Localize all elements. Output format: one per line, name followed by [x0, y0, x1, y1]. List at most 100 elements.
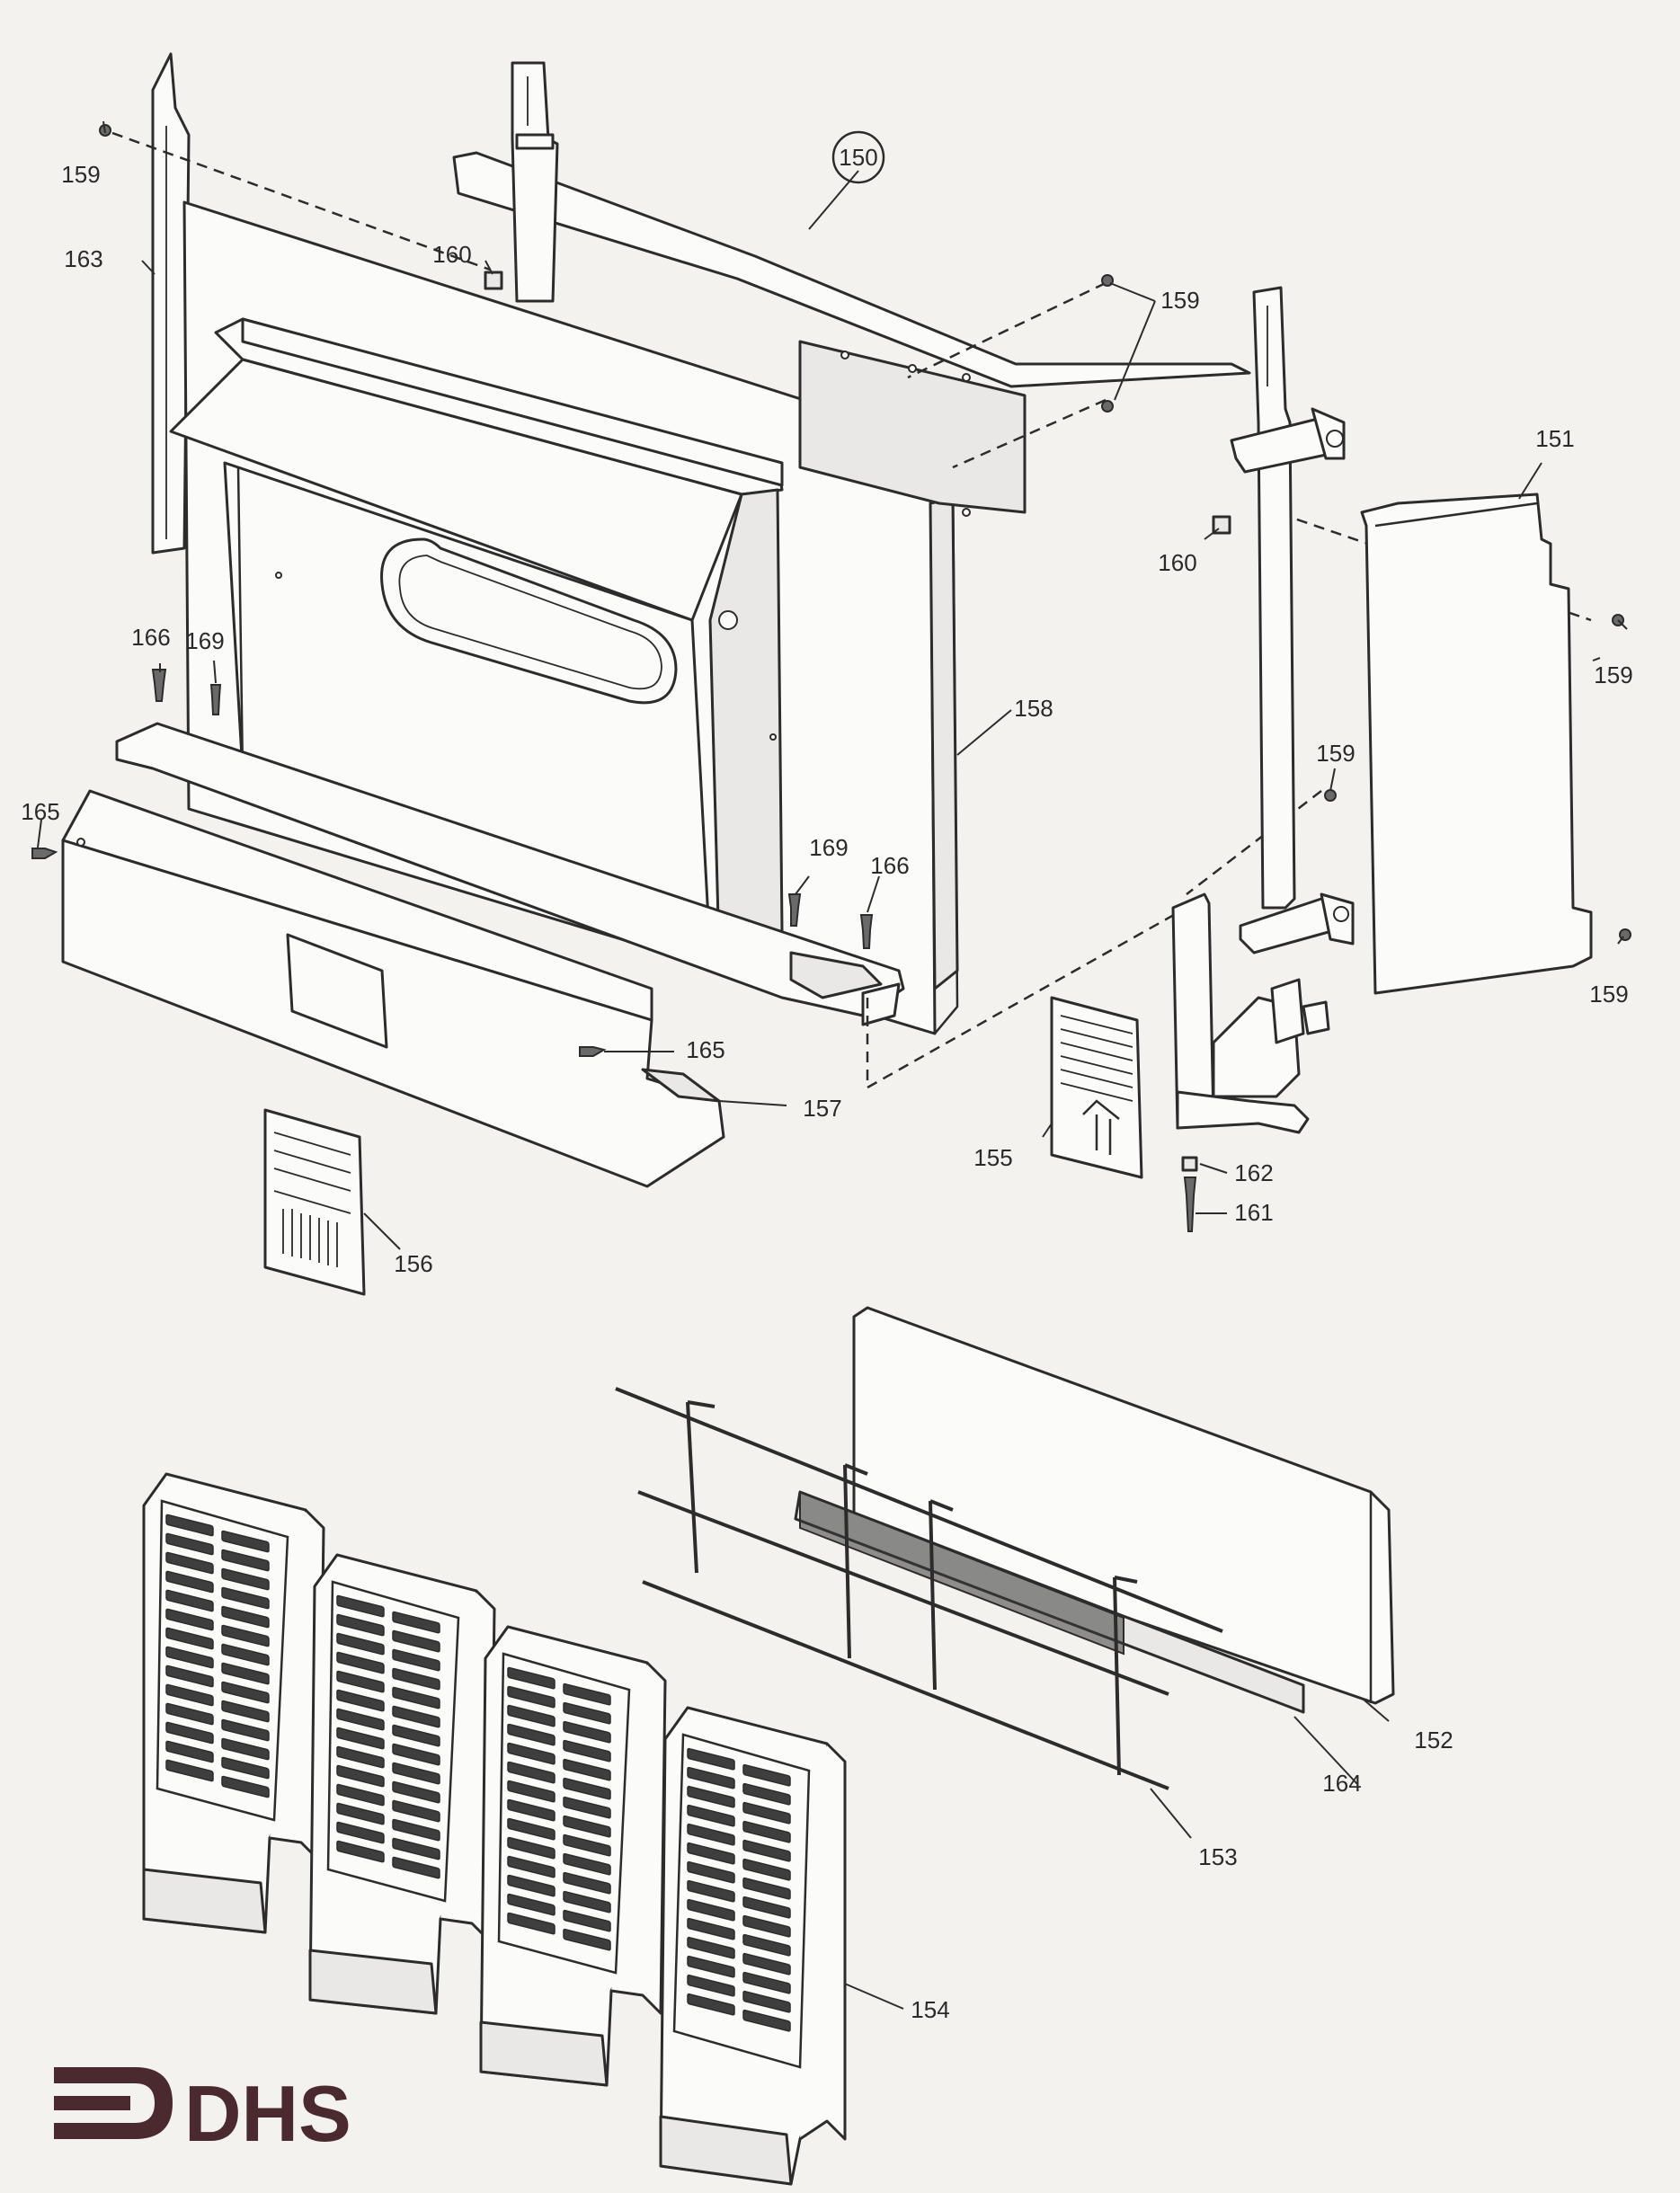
grille-slot: [507, 1723, 556, 1746]
callout-159-b: 159: [1160, 287, 1199, 314]
grille-slot: [392, 1856, 440, 1879]
grille-slot: [336, 1727, 385, 1750]
grille-slot: [221, 1643, 270, 1666]
grille-slot: [687, 1974, 735, 1997]
grille-slot: [392, 1837, 440, 1860]
grille-slot: [507, 1855, 556, 1878]
grille-slot: [507, 1893, 556, 1916]
callout-161: 161: [1234, 1199, 1273, 1226]
grille-slot: [742, 1952, 791, 1975]
grille-slot: [742, 1971, 791, 1994]
callout-158: 158: [1014, 695, 1053, 722]
part-156-label-card: [263, 1108, 366, 1296]
grille-slot: [336, 1689, 385, 1712]
grille-slot: [165, 1551, 214, 1575]
part-151-right-side-panel: [1360, 493, 1593, 995]
grille-slot: [507, 1798, 556, 1822]
grille-slot: [336, 1802, 385, 1825]
grille-slot: [687, 1898, 735, 1922]
grille-slot: [742, 1858, 791, 1881]
grille-slot: [392, 1762, 440, 1785]
grille-slot: [336, 1821, 385, 1844]
grille-slot: [221, 1530, 270, 1553]
callout-166-a: 166: [131, 624, 170, 651]
grille-slot: [742, 1933, 791, 1957]
grille-slot: [563, 1701, 611, 1725]
grille-slot: [165, 1608, 214, 1631]
grille-slot: [392, 1799, 440, 1823]
grille-slot: [687, 1766, 735, 1789]
callout-160-b: 160: [1158, 549, 1196, 576]
callout-156: 156: [394, 1250, 432, 1277]
grille-slot: [336, 1764, 385, 1788]
grille-slot: [507, 1666, 556, 1690]
grille-slot: [687, 1804, 735, 1827]
callout-157: 157: [803, 1095, 841, 1122]
callout-169-a: 169: [185, 627, 224, 654]
grille-slot: [687, 1936, 735, 1959]
grille-slot: [392, 1686, 440, 1709]
grille-slot: [507, 1761, 556, 1784]
grille-slot: [221, 1737, 270, 1761]
grille-slot: [742, 1763, 791, 1787]
callout-155: 155: [973, 1144, 1012, 1171]
grille-slot: [563, 1928, 611, 1951]
grille-slot: [507, 1836, 556, 1860]
grille-slot: [336, 1613, 385, 1637]
callout-165-a: 165: [21, 798, 59, 825]
grille-slot: [392, 1724, 440, 1747]
grille-slot: [742, 1801, 791, 1825]
grille-slot: [165, 1683, 214, 1707]
grille-slot: [221, 1624, 270, 1647]
callout-163: 163: [64, 245, 102, 272]
callout-151: 151: [1535, 425, 1574, 452]
grille-slot: [221, 1549, 270, 1572]
callout-159-c: 159: [1316, 740, 1355, 767]
grille-slot: [165, 1702, 214, 1726]
grille-slot: [165, 1759, 214, 1782]
callout-159-d: 159: [1594, 661, 1632, 688]
part-164-gasket-strip: [794, 1490, 1305, 1714]
dhs-logo: DHS: [54, 2067, 351, 2158]
grille-slot: [563, 1890, 611, 1913]
grille-slot: [563, 1739, 611, 1762]
grille-slot: [563, 1871, 611, 1895]
grille-slot: [336, 1594, 385, 1618]
grille-slot: [221, 1605, 270, 1629]
grille-slot: [221, 1756, 270, 1780]
grille-slot: [742, 1896, 791, 1919]
grille-slot: [742, 1839, 791, 1862]
grille-slot: [507, 1742, 556, 1765]
part-157-kick-panel: [61, 789, 725, 1188]
grille-slot: [392, 1667, 440, 1691]
dhs-logo-text: DHS: [184, 2069, 351, 2158]
grille-slot: [165, 1514, 214, 1537]
grille-slot: [687, 1823, 735, 1846]
grille-slot: [563, 1777, 611, 1800]
grille-slot: [165, 1665, 214, 1688]
grille-slot: [507, 1874, 556, 1897]
grille-slot: [687, 1993, 735, 2016]
grille-slot: [742, 1914, 791, 1938]
part-155-grille-plate: [1050, 996, 1143, 1179]
grille-slot: [687, 1747, 735, 1771]
part-153-wire-frame: [615, 1387, 1223, 1790]
grille-slot: [336, 1745, 385, 1769]
grille-slot: [392, 1743, 440, 1766]
grille-slot: [507, 1780, 556, 1803]
right-bracket-post: [1171, 286, 1355, 1134]
dhs-logo-mark: [54, 2067, 173, 2139]
grille-slot: [687, 1860, 735, 1884]
grille-slot: [742, 1990, 791, 2013]
grille-slot: [687, 1955, 735, 1978]
callout-159-e: 159: [1589, 981, 1628, 1008]
grille-slot: [563, 1909, 611, 1932]
grille-slot: [563, 1758, 611, 1781]
grille-slot: [507, 1704, 556, 1727]
grille-slot: [507, 1685, 556, 1709]
grille-slot: [507, 1817, 556, 1841]
grille-slot: [336, 1670, 385, 1693]
base-tray: [115, 722, 905, 1026]
grille-slots: [165, 1514, 791, 2032]
